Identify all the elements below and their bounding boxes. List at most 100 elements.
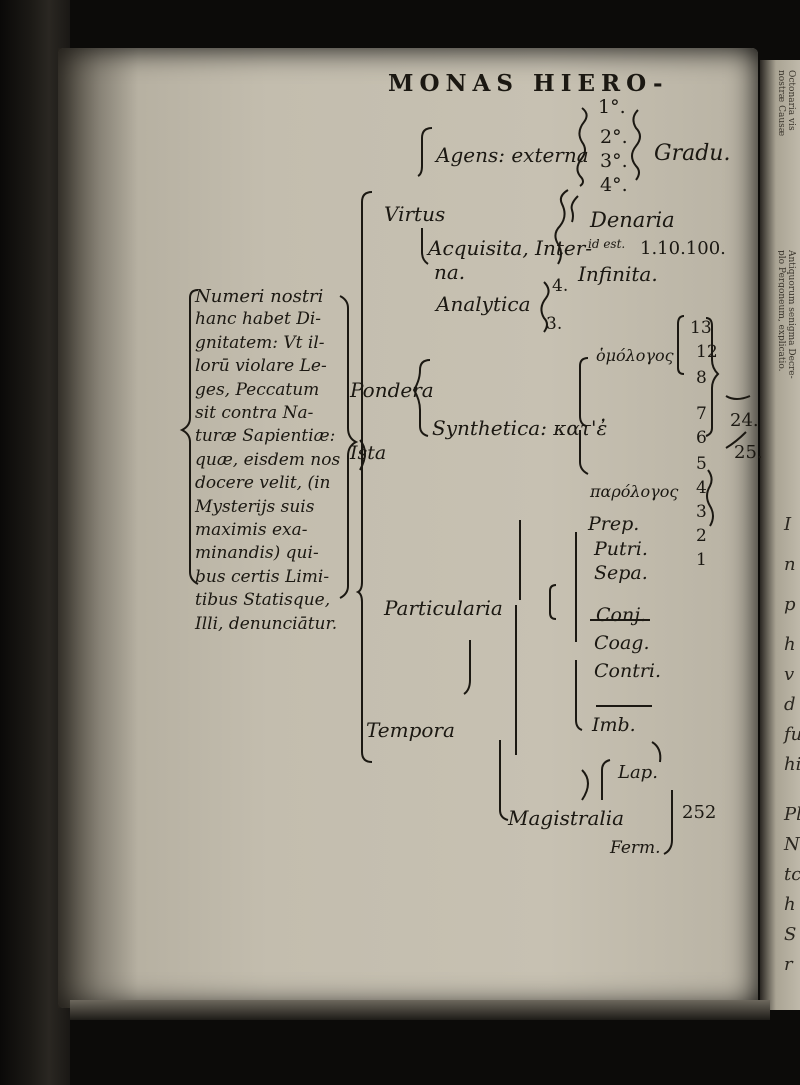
column-num: 2 (696, 526, 707, 546)
grade-1: 1°. (598, 96, 626, 118)
tempora-item: Coag. (594, 632, 650, 654)
homologus-brace (579, 357, 589, 427)
column-num: 12 (696, 342, 718, 362)
text-line: maximis exa- (195, 520, 308, 541)
text-line: docere velit, (in (195, 473, 331, 494)
magistralia-brace (499, 740, 509, 821)
id-est: id est. (588, 237, 626, 251)
analytica-num-3: 3. (546, 314, 563, 334)
tempora-item: Imb. (592, 714, 636, 736)
text-line: bus certis Limi- (195, 566, 330, 587)
tempora-item: Putri. (594, 538, 648, 560)
facing-letter: v (784, 664, 795, 685)
tempora-brace (463, 640, 471, 695)
particularia-brace (549, 584, 557, 620)
grade-4: 4°. (600, 174, 628, 196)
column-num: 7 (696, 404, 707, 424)
text-line: Mysterijs suis (195, 496, 315, 517)
facing-letter: N (784, 834, 800, 855)
magistralia-right (581, 769, 589, 801)
synthetica-label: Synthetica: κατ'ἐ (432, 416, 608, 440)
tempora-number: 252 (682, 802, 717, 823)
facing-letter: d (784, 694, 796, 715)
tempora-label: Tempora (366, 718, 455, 742)
text-line: lorū violare Le- (195, 356, 327, 377)
agens-label: Agens: externa (436, 143, 589, 167)
grade-2: 2°. (600, 126, 628, 148)
column-num: 1 (696, 550, 707, 570)
lower-bracket (575, 660, 583, 731)
analytica-brace (540, 281, 550, 333)
numbers-brace-left (677, 315, 685, 375)
lap-brace (601, 759, 611, 800)
parologus-label: παρόλογος (590, 482, 679, 501)
facing-letter: h (784, 634, 796, 655)
virtus-label: Virtus (384, 202, 446, 226)
acquisita-label: Acquisita, Inter- (428, 236, 593, 260)
denaria-infinita-brace (554, 189, 569, 265)
text-line: hanc habet Di- (195, 309, 322, 330)
column-num: 4 (696, 478, 707, 498)
column-num: 13 (690, 318, 712, 338)
book-page (58, 48, 758, 1008)
tempora-item: Sepa. (594, 562, 648, 584)
magistralia-label: Magistralia (508, 806, 625, 830)
facing-letter: S (784, 924, 797, 945)
numeri-text-block: Numeri nostri hanc habet Di- gnitatem: V… (195, 285, 345, 636)
text-line: turæ Sapientiæ: (195, 426, 336, 447)
lap-label: Lap. (618, 762, 658, 783)
facing-letter: I (784, 514, 792, 535)
grade-3: 3°. (600, 150, 628, 172)
text-line: gnitatem: Vt il- (195, 332, 325, 353)
gutter-shadow (58, 48, 138, 1008)
virtus-brace (355, 191, 373, 763)
page-bottom-edge (70, 1000, 770, 1020)
column-num: 8 (696, 368, 707, 388)
facing-letter: p (784, 594, 796, 615)
numbers-brace-right (705, 317, 720, 437)
running-head: MONAS HIERO- (388, 70, 669, 97)
tempora-item: Contri. (594, 660, 662, 682)
virtus-inner-brace (570, 195, 579, 223)
text-line: Numeri nostri (195, 286, 324, 307)
column-num: 6 (696, 428, 707, 448)
acquisita-brace (421, 228, 429, 265)
facing-letter: tc (784, 864, 800, 885)
tempora-item: Prep. (588, 513, 640, 535)
agens-brace (417, 127, 433, 177)
column-num: 5 (696, 454, 707, 474)
facing-letter: h (784, 894, 796, 915)
pondera-brace (412, 359, 431, 437)
left-text-brace-right (339, 295, 359, 599)
particularia-label: Particularia (384, 596, 503, 620)
analytica-num-4: 4. (552, 276, 569, 296)
gradu-label: Gradu. (654, 141, 731, 166)
acquisita-cont: na. (434, 260, 466, 284)
analytica-label: Analytica (436, 292, 531, 316)
facing-letter: r (784, 954, 793, 975)
ferm-label: Ferm. (610, 838, 661, 858)
text-line: quæ, eisdem nos (195, 449, 341, 470)
facing-letter: hi (784, 754, 800, 775)
sum-brace (725, 395, 751, 400)
numbers-lower-brace (706, 469, 714, 527)
pondera-label: Pondera (350, 378, 434, 402)
text-line: tibus Statisque, (195, 590, 331, 611)
infinita-label: Infinita. (578, 262, 658, 286)
sum-25: 25. (734, 442, 763, 463)
sum-brace-2 (725, 431, 747, 449)
facing-letter: fu (784, 724, 800, 745)
parologus-brace (579, 430, 589, 475)
virtus-series: 1.10.100. (640, 238, 726, 259)
ferm-brace (663, 790, 673, 855)
lap-right-brace (651, 741, 662, 763)
ista-label: Ista (350, 442, 387, 464)
tempora-item: Conj. (596, 604, 647, 626)
sum-24: 24. (730, 410, 759, 431)
ista-brace (359, 439, 366, 471)
facing-page-edge (760, 60, 800, 1010)
text-line: minandis) qui- (195, 543, 319, 564)
homologus-label: ὁμόλογος (596, 346, 674, 365)
